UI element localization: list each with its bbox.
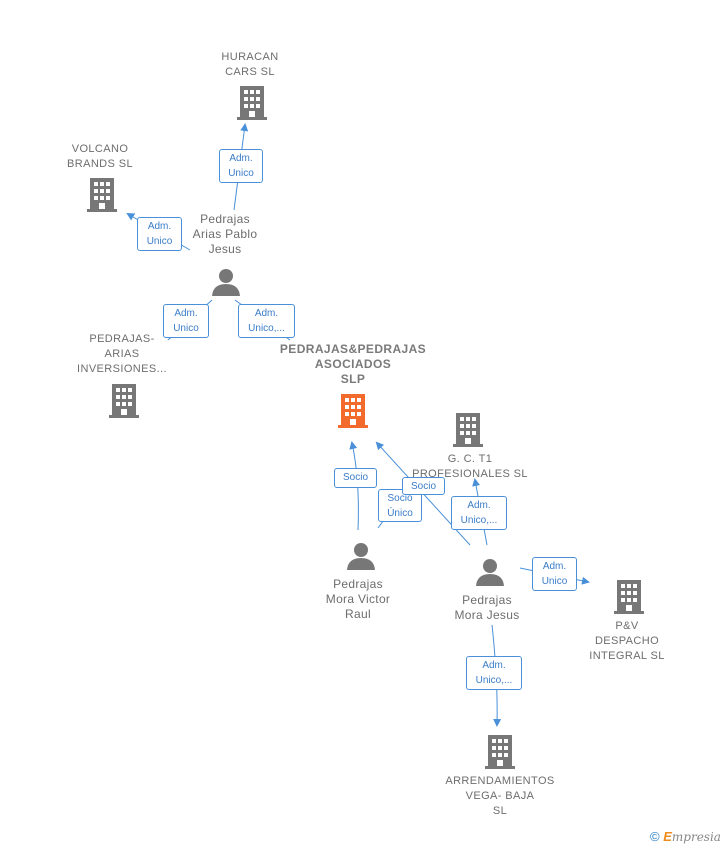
building-icon[interactable] xyxy=(453,413,483,452)
node-label-jesus: Pedrajas Mora Jesus xyxy=(454,593,520,622)
building-icon[interactable] xyxy=(109,384,139,423)
brand-initial: E xyxy=(663,829,672,844)
node-label-victor: Pedrajas Mora Victor Raul xyxy=(325,577,391,621)
edge-label-pablo-pedrajas-arias[interactable]: Adm. Unico xyxy=(163,304,209,338)
node-label-pv: P&V DESPACHO INTEGRAL SL xyxy=(589,620,665,662)
edge-label-jesus-arrend[interactable]: Adm. Unico,... xyxy=(466,656,522,690)
person-icon[interactable] xyxy=(211,268,241,301)
node-label-volcano: VOLCANO BRANDS SL xyxy=(67,143,133,170)
edge-label-jesus-main-socio[interactable]: Socio xyxy=(402,477,445,495)
person-icon[interactable] xyxy=(346,542,376,575)
node-label-pablo: Pedrajas Arias Pablo Jesus xyxy=(192,212,258,256)
node-label-arrend: ARRENDAMIENTOS VEGA- BAJA SL xyxy=(445,775,555,817)
edge-label-pablo-huracan[interactable]: Adm. Unico xyxy=(219,149,263,183)
building-icon[interactable] xyxy=(614,580,644,619)
node-label-main: PEDRAJAS&PEDRAJAS ASOCIADOS SLP xyxy=(279,342,427,386)
edge-label-victor-main-socio[interactable]: Socio xyxy=(334,468,377,488)
building-icon[interactable] xyxy=(237,86,267,125)
footer-watermark: © Empresia xyxy=(650,829,721,844)
copyright-symbol: © xyxy=(650,829,660,844)
edge-label-pablo-main[interactable]: Adm. Unico,... xyxy=(238,304,295,338)
building-icon[interactable] xyxy=(87,178,117,217)
building-main-icon[interactable] xyxy=(338,394,368,433)
building-icon[interactable] xyxy=(485,735,515,774)
person-icon[interactable] xyxy=(475,558,505,591)
brand-name: mpresia xyxy=(671,830,721,844)
edge-label-jesus-gct1[interactable]: Adm. Unico,... xyxy=(451,496,507,530)
node-label-huracan: HURACAN CARS SL xyxy=(221,51,279,78)
edge-label-jesus-pv[interactable]: Adm. Unico xyxy=(532,557,577,591)
edge-label-pablo-volcano[interactable]: Adm. Unico xyxy=(137,217,182,251)
node-label-pedrajas-arias: PEDRAJAS- ARIAS INVERSIONES... xyxy=(77,333,167,375)
